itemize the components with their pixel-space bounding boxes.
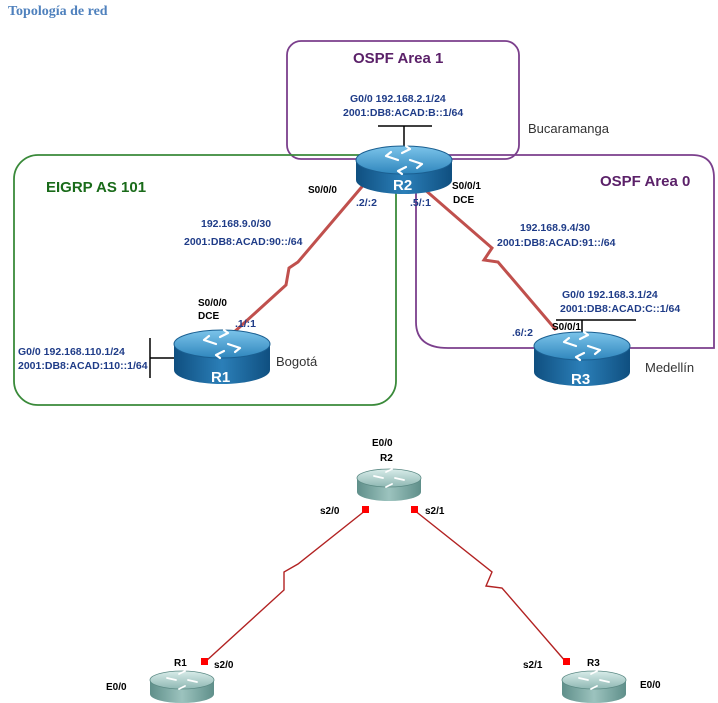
r3-g0-ipv6: 2001:DB8:ACAD:C::1/64 xyxy=(560,303,680,315)
eigrp-area-box xyxy=(13,154,397,406)
gns-r3-eth: E0/0 xyxy=(640,680,661,691)
gns-r3-port-label: s2/1 xyxy=(523,660,543,671)
gns-r2-name: R2 xyxy=(380,453,393,464)
link-r2-r3-ipv4: 192.168.9.4/30 xyxy=(520,222,590,234)
r2-city: Bucaramanga xyxy=(528,121,610,136)
router-r3-label: R3 xyxy=(571,371,590,388)
link-r1-r2-ipv6: 2001:DB8:ACAD:90::/64 xyxy=(184,236,303,248)
gns-r3-name: R3 xyxy=(587,658,600,669)
r3-city: Medellín xyxy=(645,360,694,375)
eigrp-area-title: EIGRP AS 101 xyxy=(46,179,146,196)
ospf-area0-title: OSPF Area 0 xyxy=(600,173,690,190)
ospf-area0-box xyxy=(415,154,715,349)
r3-g0-ipv4: G0/0 192.168.3.1/24 xyxy=(562,289,658,301)
gns-r2-port-right-label: s2/1 xyxy=(425,506,445,517)
router-r3-icon[interactable] xyxy=(533,330,631,386)
r3-addr: .6/:2 xyxy=(512,327,533,339)
gns-r1-eth: E0/0 xyxy=(106,682,127,693)
serial-link-r1-r2 xyxy=(230,181,368,336)
gns-r2-port-right xyxy=(411,506,418,513)
router-r2-label: R2 xyxy=(393,177,412,194)
r1-s000-label: S0/0/0 xyxy=(198,298,227,309)
router-r1-label: R1 xyxy=(211,369,230,386)
gns-r2-port-left-label: s2/0 xyxy=(320,506,340,517)
router-r1-icon[interactable] xyxy=(173,328,271,384)
link-r1-r2-ipv4: 192.168.9.0/30 xyxy=(201,218,271,230)
gns-r1-port xyxy=(201,658,208,665)
page-title: Topología de red xyxy=(8,4,108,19)
gns-r2-eth: E0/0 xyxy=(372,438,393,449)
serial-link-r2-r3 xyxy=(415,180,558,331)
r1-addr: .1/:1 xyxy=(235,318,256,330)
r2-s001-label: S0/0/1 xyxy=(452,181,481,192)
r1-g0-ipv6: 2001:DB8:ACAD:110::1/64 xyxy=(18,360,148,372)
gns-router-r2-icon[interactable] xyxy=(356,468,422,501)
r1-g0-ipv4: G0/0 192.168.110.1/24 xyxy=(18,346,125,358)
gns-link-r1-r2 xyxy=(204,509,367,663)
r2-g0-ipv4: G0/0 192.168.2.1/24 xyxy=(350,93,446,105)
router-r2-icon[interactable] xyxy=(355,144,453,194)
gns-r1-name: R1 xyxy=(174,658,187,669)
r2-addr-right: .5/:1 xyxy=(410,197,431,209)
link-r2-r3-ipv6: 2001:DB8:ACAD:91::/64 xyxy=(497,237,616,249)
r1-city: Bogotá xyxy=(276,354,318,369)
r2-addr-left: .2/:2 xyxy=(356,197,377,209)
gns-r3-port xyxy=(563,658,570,665)
r2-dce-label: DCE xyxy=(453,195,474,206)
r3-s001-label: S0/0/1 xyxy=(552,322,581,333)
r1-dce-label: DCE xyxy=(198,311,219,322)
gns-router-r1-icon[interactable] xyxy=(149,670,215,703)
r2-g0-ipv6: 2001:DB8:ACAD:B::1/64 xyxy=(343,107,463,119)
gns-r1-port-label: s2/0 xyxy=(214,660,234,671)
gns-r2-port-left xyxy=(362,506,369,513)
gns-link-r2-r3 xyxy=(413,509,567,663)
gns-router-r3-icon[interactable] xyxy=(561,670,627,703)
r2-s000-label: S0/0/0 xyxy=(308,185,337,196)
ospf-area1-title: OSPF Area 1 xyxy=(353,50,443,67)
